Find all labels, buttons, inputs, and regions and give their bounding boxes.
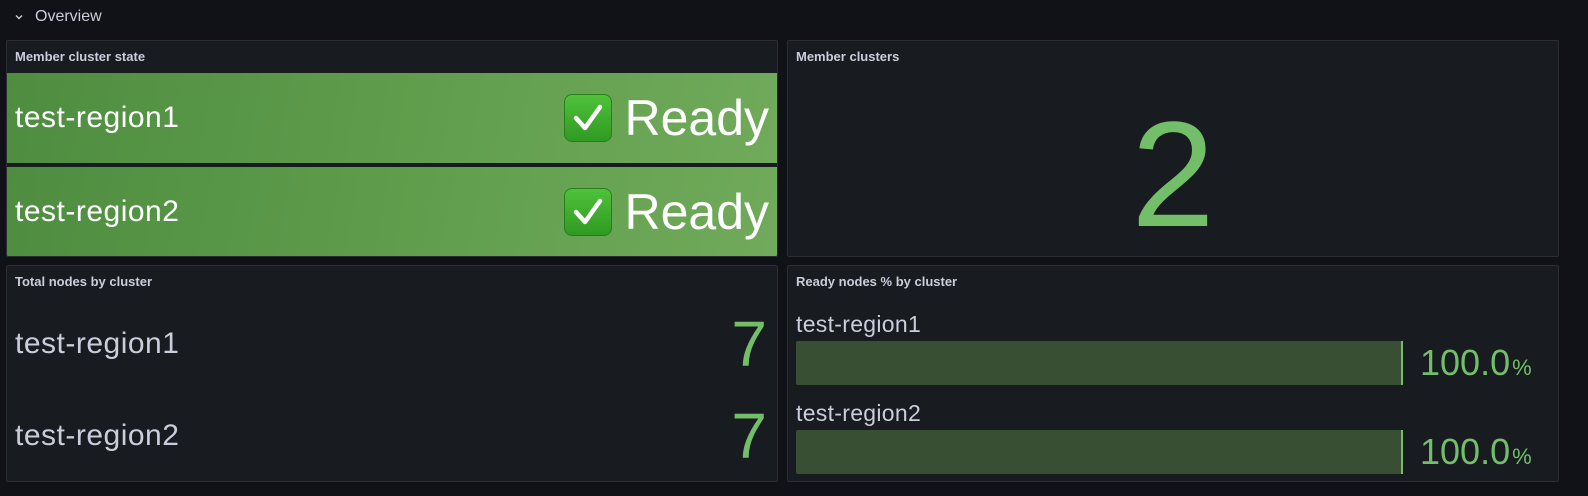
- panel-total-nodes: Total nodes by cluster test-region1 7 te…: [6, 265, 778, 482]
- state-value: Ready: [564, 183, 769, 241]
- cluster-name: test-region2: [15, 195, 180, 228]
- gauge-bar: [796, 341, 1403, 385]
- cluster-name: test-region1: [796, 311, 922, 337]
- gauge-number: 100.0: [1420, 431, 1511, 472]
- state-cell: test-region2 Ready: [7, 167, 777, 256]
- gauge-fill-edge: [1401, 341, 1403, 385]
- stat-value: 7: [731, 400, 767, 472]
- state-cell: test-region1 Ready: [7, 73, 777, 163]
- cluster-name: test-region2: [15, 419, 180, 452]
- bar-gauge: test-region2 100.0 %: [796, 400, 1550, 480]
- status-text: Ready: [624, 90, 769, 146]
- panel-member-clusters: Member clusters 2: [787, 40, 1559, 257]
- gauge-unit: %: [1512, 355, 1532, 380]
- row-title: Overview: [35, 8, 102, 25]
- cluster-name: test-region1: [15, 101, 180, 134]
- panel-ready-nodes-pct: Ready nodes % by cluster test-region1 10…: [787, 265, 1559, 482]
- stat-value: 7: [731, 308, 767, 380]
- gauge-bar: [796, 430, 1403, 474]
- check-mark-button-icon: [564, 94, 613, 142]
- panel-title[interactable]: Member cluster state: [15, 49, 146, 64]
- check-mark-button-icon: [564, 188, 613, 236]
- panel-title[interactable]: Member clusters: [796, 49, 900, 64]
- panel-title[interactable]: Ready nodes % by cluster: [796, 274, 958, 289]
- state-value: Ready: [564, 89, 769, 147]
- cluster-name: test-region1: [15, 327, 180, 360]
- chevron-down-icon[interactable]: [12, 10, 26, 24]
- row-header-overview[interactable]: Overview: [0, 0, 1588, 34]
- panel-member-cluster-state: Member cluster state test-region1 Ready …: [6, 40, 778, 257]
- status-text: Ready: [624, 184, 769, 240]
- gauge-number: 100.0: [1420, 342, 1511, 383]
- panel-title[interactable]: Total nodes by cluster: [15, 274, 153, 289]
- bar-gauge: test-region1 100.0 %: [796, 311, 1550, 391]
- gauge-value: 100.0 %: [1420, 341, 1532, 385]
- gauge-unit: %: [1512, 444, 1532, 469]
- gauge-value: 100.0 %: [1420, 430, 1532, 474]
- stat-value: 2: [1131, 89, 1215, 257]
- gauge-fill-edge: [1401, 430, 1403, 474]
- stat-row: test-region2 7: [7, 390, 777, 481]
- stat-row: test-region1 7: [7, 298, 777, 390]
- cluster-name: test-region2: [796, 400, 922, 426]
